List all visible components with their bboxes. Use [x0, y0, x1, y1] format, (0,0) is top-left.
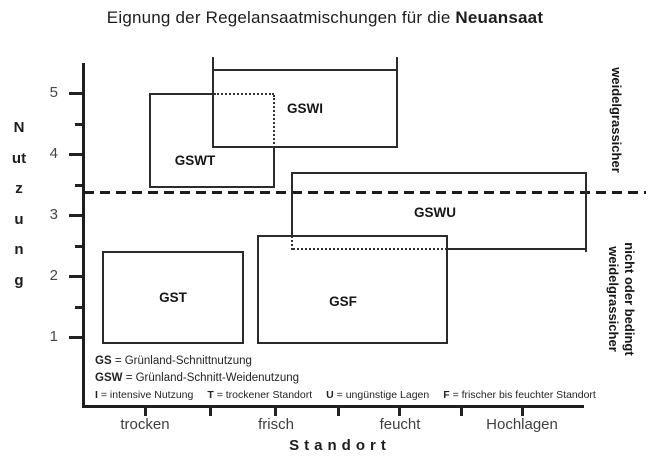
- region-gswu-label: GSWU: [414, 205, 456, 220]
- legend-text-gsw: = Grünland-Schnitt-Weidenutzung: [125, 372, 300, 384]
- region-gswi: GSWI: [212, 69, 398, 148]
- y-tick-2: [69, 275, 82, 278]
- x-tick-trocken: [144, 407, 147, 416]
- y-tick-label-3: 3: [49, 206, 58, 223]
- y-tick-3: [69, 214, 82, 217]
- region-gswt-right-edge: [273, 148, 275, 188]
- region-gst-label: GST: [159, 290, 187, 305]
- y-tick-label-2: 2: [49, 267, 58, 284]
- y-minor-tick: [75, 245, 82, 248]
- zone-label-weidelgrassicher: weidelgrassicher: [609, 67, 624, 173]
- page-title: Eignung der Regelansaatmischungen für di…: [0, 8, 650, 28]
- legend-text-f: = frischer bis feuchter Standort: [452, 389, 596, 401]
- y-minor-tick: [75, 306, 82, 309]
- y-minor-tick: [75, 123, 82, 126]
- region-gswt-right-edge-dotted: [273, 95, 275, 148]
- region-gswt-label: GSWT: [174, 153, 216, 168]
- region-gswu-right-edge: [585, 172, 587, 252]
- zone-label-line1: nicht oder bedingt: [622, 242, 637, 356]
- x-tick-label-trocken: trocken: [120, 416, 170, 433]
- y-minor-tick: [75, 184, 82, 187]
- x-minor-tick: [209, 407, 212, 416]
- x-minor-tick: [460, 407, 463, 416]
- y-tick-label-5: 5: [49, 84, 58, 101]
- legend-key-f: F: [443, 389, 450, 401]
- page-title-prefix: Eignung der Regelansaatmischungen für di…: [106, 8, 456, 27]
- x-tick-label-hochlagen: Hochlagen: [486, 416, 558, 433]
- legend-item-f: F = frischer bis feuchter Standort: [443, 389, 596, 401]
- legend-key-i: I: [95, 389, 98, 401]
- legend-text-i: = intensive Nutzung: [100, 389, 194, 401]
- legend-text-u: = ungünstige Lagen: [336, 389, 430, 401]
- y-axis-title: Nutzung: [11, 119, 27, 289]
- legend-line-gsw: GSW = Grünland-Schnitt-Weidenutzung: [95, 372, 299, 384]
- legend-item-u: U = ungünstige Lagen: [326, 389, 429, 401]
- region-gswu-top-edge: [291, 172, 587, 174]
- x-axis-spine: [82, 405, 584, 408]
- region-gswt-top-edge-dotted: [214, 93, 274, 95]
- region-gswu-left-edge-dotted: [291, 236, 293, 250]
- region-gswt-top-edge: [149, 93, 214, 95]
- x-tick-frisch: [274, 407, 277, 416]
- gswi-right-stub: [396, 57, 398, 70]
- gswi-left-stub: [212, 57, 214, 70]
- page-title-bold: Neuansaat: [455, 8, 544, 27]
- zone-label-nicht-weidelgrassicher: nicht oder bedingt weidelgrassicher: [605, 224, 637, 374]
- y-tick-5: [69, 92, 82, 95]
- legend-key-t: T: [207, 389, 214, 401]
- y-axis-spine: [82, 63, 85, 408]
- y-tick-4: [69, 153, 82, 156]
- region-gswi-label: GSWI: [287, 101, 323, 116]
- region-gswu-left-edge: [291, 172, 293, 236]
- legend-item-i: I = intensive Nutzung: [95, 389, 193, 401]
- x-tick-label-feucht: feucht: [379, 416, 421, 433]
- legend-line-abbreviations: I = intensive Nutzung T = trockener Stand…: [95, 389, 596, 401]
- region-gswt-left-edge: [149, 93, 151, 188]
- x-tick-feucht: [398, 407, 401, 416]
- region-gsf: [257, 235, 448, 344]
- threshold-dashed-line: [84, 191, 646, 194]
- legend-key-u: U: [326, 389, 334, 401]
- legend-key-gsw: GSW: [95, 372, 123, 384]
- legend-text-gs: = Grünland-Schnittnutzung: [114, 355, 252, 367]
- x-tick-hochlagen: [521, 407, 524, 416]
- region-gswt-bottom-edge: [149, 186, 275, 188]
- x-axis-title: Standort: [289, 437, 391, 454]
- x-minor-tick: [337, 407, 340, 416]
- region-gsf-label: GSF: [329, 294, 357, 309]
- legend-line-gs: GS = Grünland-Schnittnutzung: [95, 355, 252, 367]
- legend-key-gs: GS: [95, 355, 112, 367]
- legend-text-t: = trockener Standort: [216, 389, 313, 401]
- legend-item-t: T = trockener Standort: [207, 389, 312, 401]
- region-gst: GST: [102, 251, 244, 344]
- x-tick-label-frisch: frisch: [258, 416, 294, 433]
- y-tick-label-4: 4: [49, 145, 58, 162]
- y-tick-label-1: 1: [49, 328, 58, 345]
- zone-label-line2: weidelgrassicher: [606, 246, 621, 352]
- region-gswu-bottom-edge-dotted: [293, 248, 447, 250]
- region-gswu-bottom-edge: [447, 248, 587, 250]
- y-tick-1: [69, 336, 82, 339]
